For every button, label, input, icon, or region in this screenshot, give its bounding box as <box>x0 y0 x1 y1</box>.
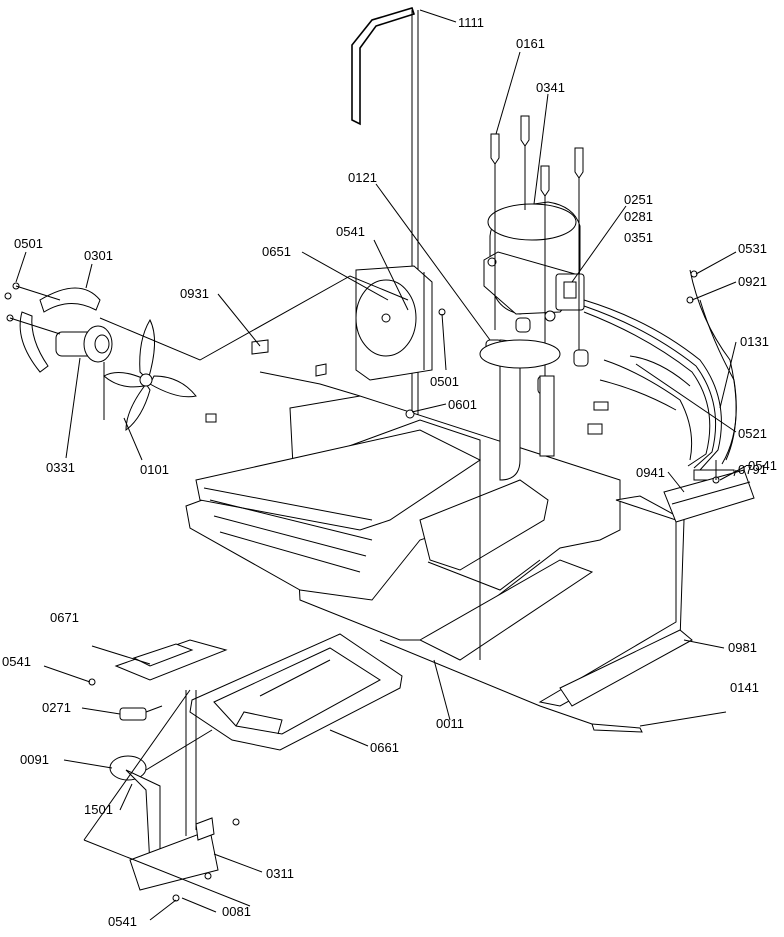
label-0501-right: 0501 <box>430 374 459 389</box>
part-bracket-0941 <box>663 460 755 523</box>
part-fan-shroud-0651 <box>355 265 433 381</box>
part-strip-0141 <box>591 723 643 733</box>
label-0541-bottom: 0541 <box>108 914 137 929</box>
label-0131: 0131 <box>740 334 769 349</box>
label-0541-bracket: 0541 <box>748 458 777 473</box>
part-bolts-0161 <box>490 115 584 380</box>
guide-lines <box>83 275 593 907</box>
label-0141: 0141 <box>730 680 759 695</box>
label-0251: 0251 <box>624 192 653 207</box>
label-0501-left: 0501 <box>14 236 43 251</box>
label-0541-panel: 0541 <box>2 654 31 669</box>
label-0981: 0981 <box>728 640 757 655</box>
label-0651: 0651 <box>262 244 291 259</box>
label-0301: 0301 <box>84 248 113 263</box>
label-0311: 0311 <box>266 866 294 881</box>
leader-lines <box>15 9 747 921</box>
part-bracket-0311 <box>129 690 240 902</box>
label-0531: 0531 <box>738 241 767 256</box>
part-tube-1111 <box>351 7 419 470</box>
label-0791: 0791 <box>738 462 767 477</box>
label-0931: 0931 <box>180 286 209 301</box>
label-0941: 0941 <box>636 465 665 480</box>
label-0091: 0091 <box>20 752 49 767</box>
label-0601: 0601 <box>448 397 477 412</box>
part-tray-0981 <box>538 495 693 707</box>
label-0351: 0351 <box>624 230 653 245</box>
part-drain-pan-0661 <box>189 633 403 751</box>
label-0161: 0161 <box>516 36 545 51</box>
part-base-0011 <box>185 339 621 661</box>
part-harness-0131 <box>583 269 737 481</box>
label-0921: 0921 <box>738 274 767 289</box>
label-0271: 0271 <box>42 700 71 715</box>
label-0331: 0331 <box>46 460 75 475</box>
label-0521: 0521 <box>738 426 767 441</box>
part-screws-0501 <box>4 282 61 335</box>
part-fan-blade-0101 <box>103 318 217 432</box>
label-0281: 0281 <box>624 209 653 224</box>
part-panel-0671 <box>88 639 228 686</box>
part-labels: 1111 0161 0341 0121 0251 0281 0351 0541 … <box>2 15 777 929</box>
label-0541-shroud: 0541 <box>336 224 365 239</box>
label-1501: 1501 <box>84 802 113 817</box>
part-compressor-0341 <box>483 201 585 322</box>
label-0671: 0671 <box>50 610 79 625</box>
label-0011: 0011 <box>436 716 464 731</box>
part-fan-motor-0331 <box>19 287 113 420</box>
part-thermistor-0271 <box>119 705 163 721</box>
label-0101: 0101 <box>140 462 169 477</box>
label-0661: 0661 <box>370 740 399 755</box>
label-1111: 1111 <box>458 15 484 30</box>
part-misc-small <box>251 270 698 419</box>
label-0341: 0341 <box>536 80 565 95</box>
label-0121: 0121 <box>348 170 377 185</box>
label-0081: 0081 <box>222 904 251 919</box>
